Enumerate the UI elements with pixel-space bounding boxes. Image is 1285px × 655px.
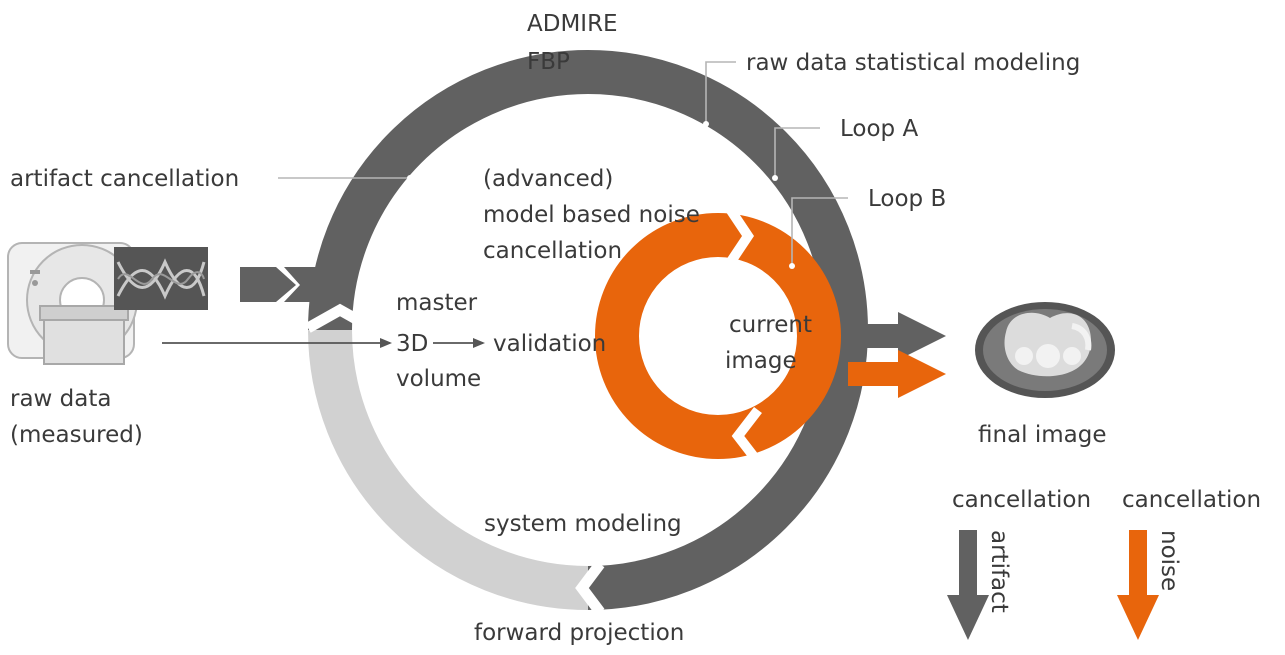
leader-loop-a-dot <box>772 175 778 181</box>
advanced-label-3: cancellation <box>483 238 622 264</box>
loop-b-notch-bottom <box>731 406 762 466</box>
legend-noise-cancellation-label: cancellation <box>1122 487 1261 513</box>
three-d-label: 3D <box>396 331 428 357</box>
ct-slice-icon <box>975 302 1115 398</box>
leader-loop-a <box>774 127 820 178</box>
loop-a-label: Loop A <box>840 116 918 142</box>
leader-loop-b <box>791 197 848 266</box>
output-arrow-gray <box>848 312 946 360</box>
forward-projection-label: forward projection <box>474 620 684 646</box>
sinogram-icon <box>114 247 208 310</box>
output-arrow-orange <box>848 350 946 398</box>
leader-raw-stat <box>705 61 736 124</box>
leader-artifact-dot <box>407 175 413 181</box>
admire-label: ADMIRE <box>527 11 618 37</box>
loop-b-ring <box>595 213 841 459</box>
loop-b-label: Loop B <box>868 186 946 212</box>
master-label: master <box>396 290 478 316</box>
final-image-label: final image <box>978 422 1107 448</box>
loop-b-notch-top <box>725 206 755 266</box>
input-chevron-2 <box>284 267 330 302</box>
system-modeling-label: system modeling <box>484 511 682 537</box>
artifact-cancellation-label: artifact cancellation <box>10 166 239 192</box>
loop-a-arc <box>308 50 868 610</box>
system-modeling-arc <box>308 329 589 610</box>
input-chevron <box>240 267 296 302</box>
current-image-label-1: current <box>729 312 812 338</box>
loop-a-notch-bottom <box>575 560 605 616</box>
validation-label: validation <box>493 331 606 357</box>
loop-a-notch-left <box>305 303 375 333</box>
advanced-label-2: model based noise <box>483 202 700 228</box>
fbp-label: FBP <box>527 49 570 75</box>
raw-data-label-2: (measured) <box>10 422 143 448</box>
ct-scanner-icon <box>7 242 138 365</box>
legend-noise-label: noise <box>1156 530 1182 591</box>
noise-legend-arrow <box>1117 530 1159 640</box>
raw-stat-label: raw data statistical modeling <box>746 50 1080 76</box>
leader-loop-b-dot <box>789 263 795 269</box>
legend-artifact-cancellation-label: cancellation <box>952 487 1091 513</box>
leader-raw-stat-dot <box>703 121 709 127</box>
artifact-legend-arrow <box>947 530 989 640</box>
raw-data-label-1: raw data <box>10 386 111 412</box>
legend-artifact-label: artifact <box>986 530 1012 613</box>
current-image-label-2: image <box>725 348 797 374</box>
advanced-label-1: (advanced) <box>483 166 613 192</box>
volume-label: volume <box>396 366 481 392</box>
